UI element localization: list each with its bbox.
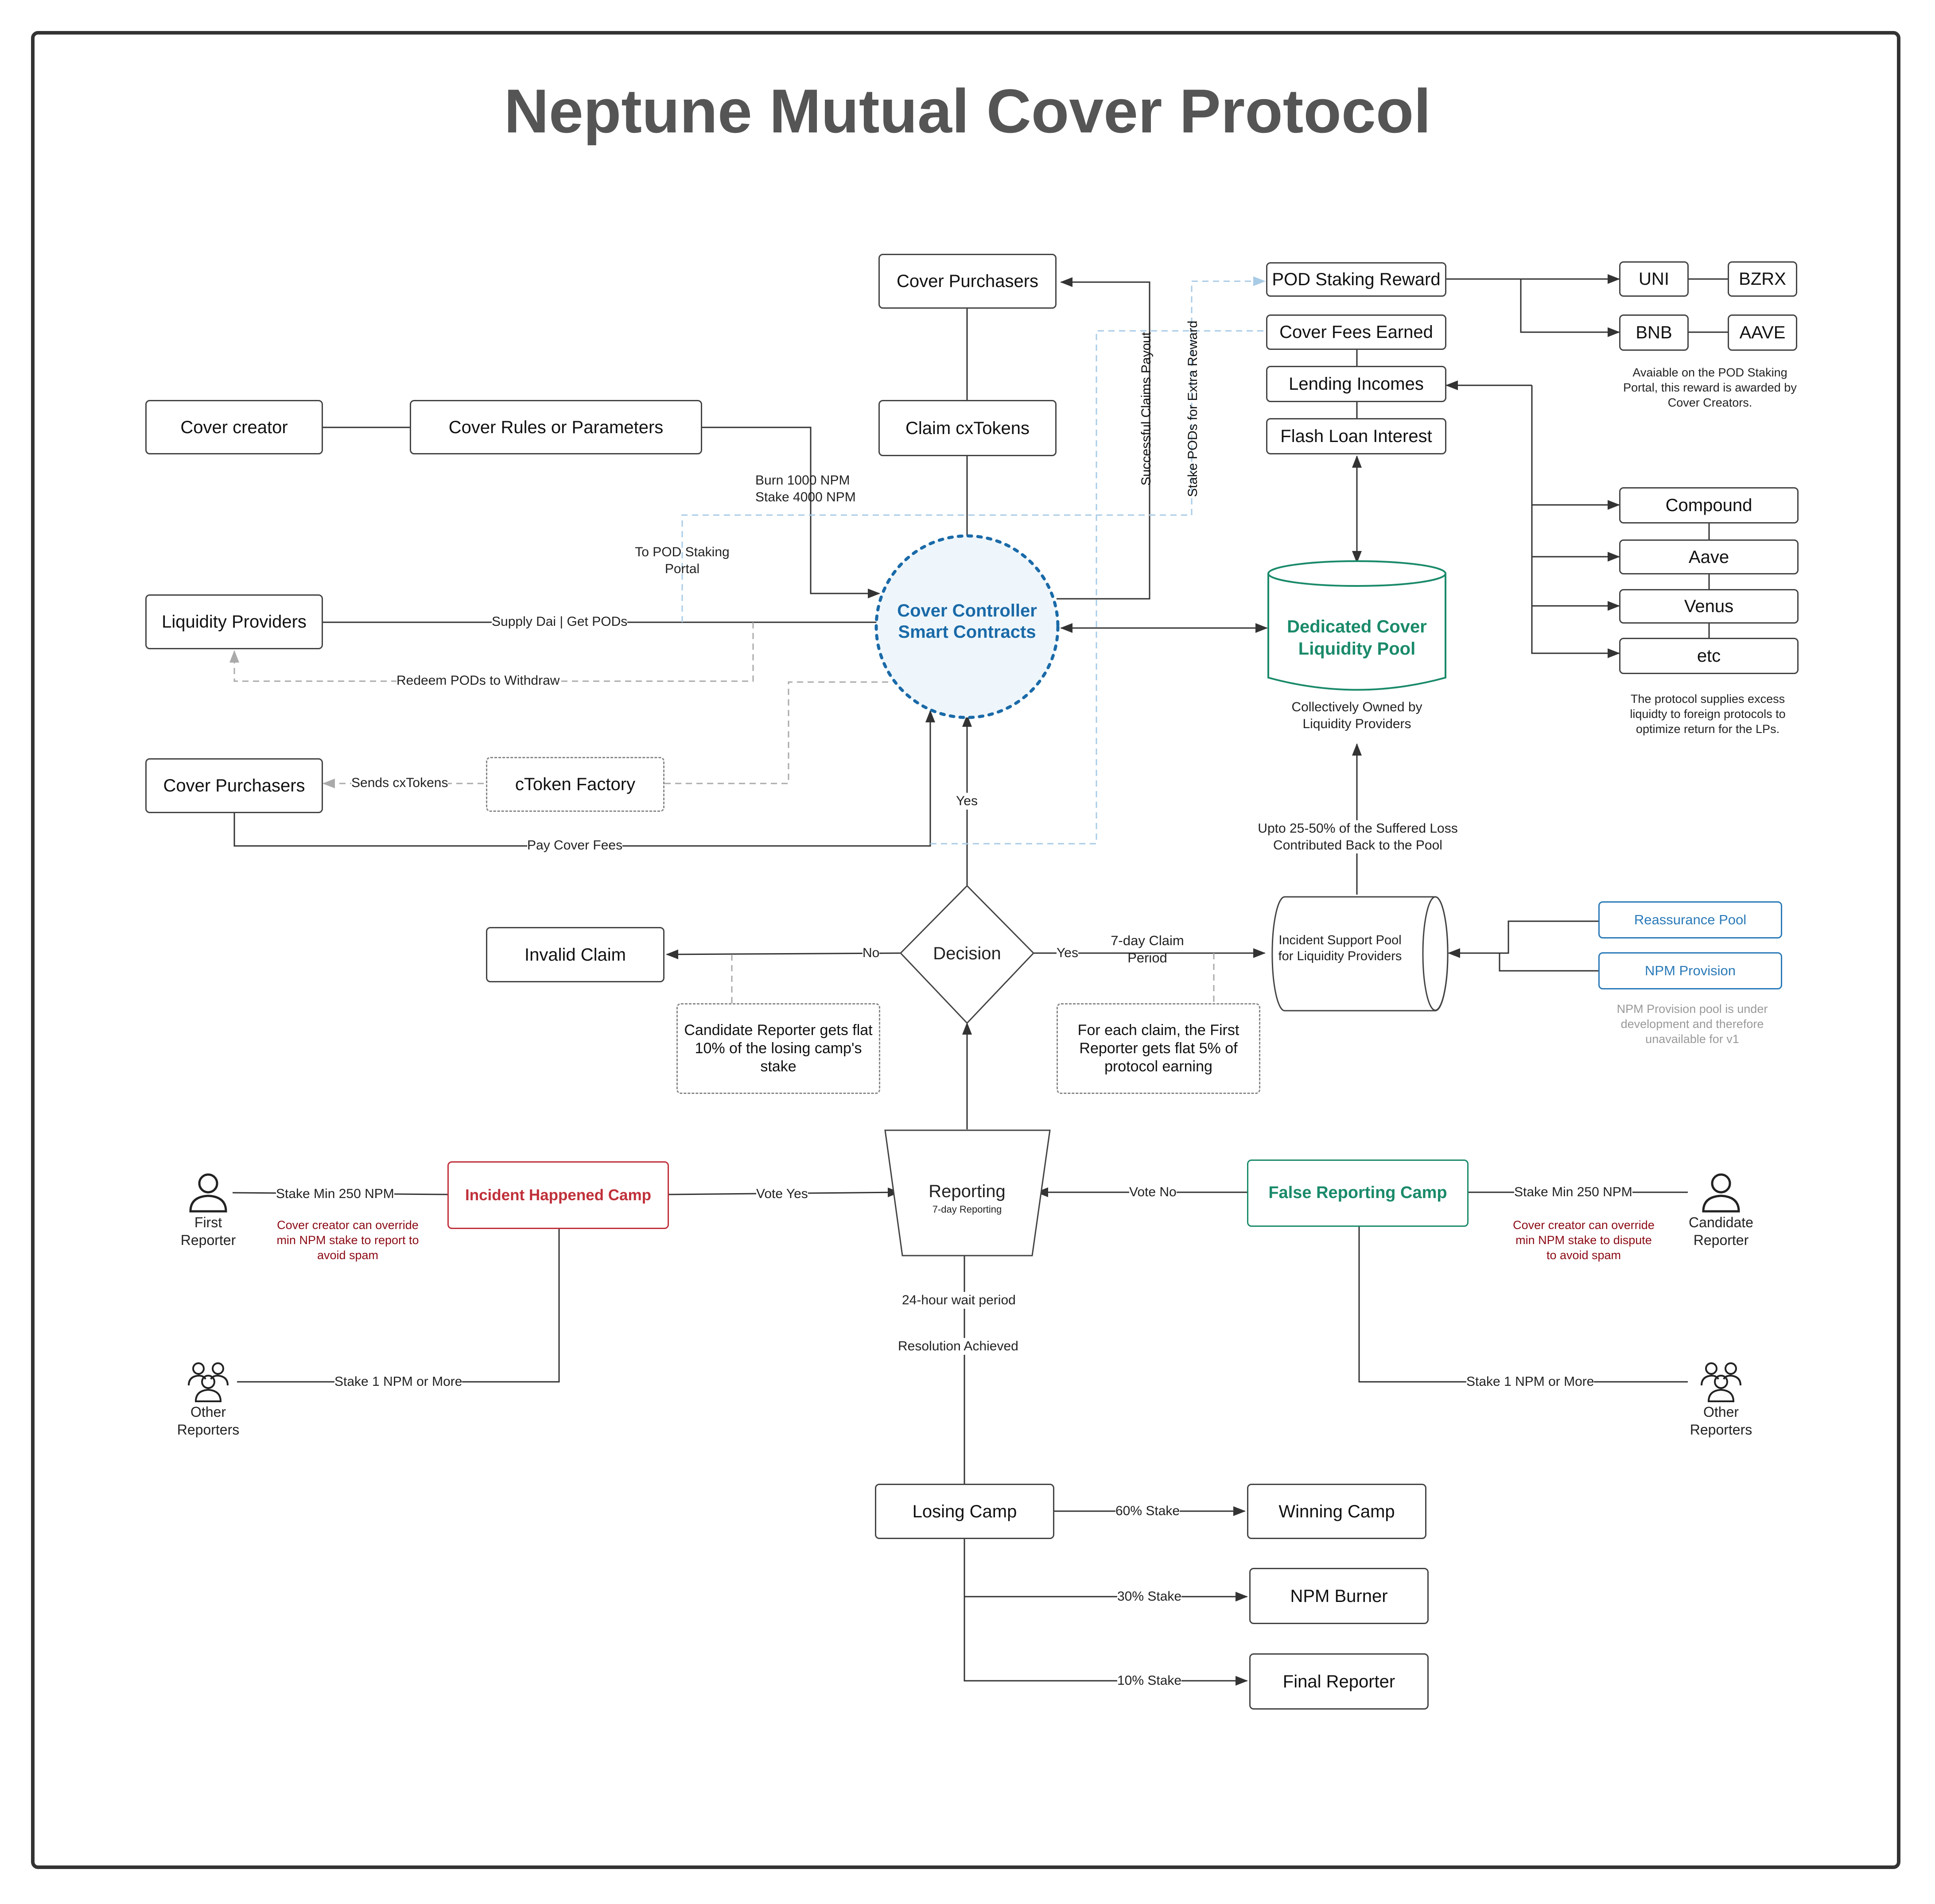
- stake-60-label: 60% Stake: [1115, 1503, 1180, 1520]
- npm-provision-box: NPM Provision: [1598, 952, 1782, 989]
- supply-dai-label: Supply Dai | Get PODs: [492, 613, 628, 630]
- lending-incomes-box: Lending Incomes: [1266, 366, 1446, 402]
- reporting-label: Reporting: [929, 1182, 1006, 1201]
- stake-10-label: 10% Stake: [1117, 1672, 1182, 1689]
- pod-staking-reward-box: POD Staking Reward: [1266, 262, 1446, 297]
- candidate-reporter-label: Candidate Reporter: [1689, 1214, 1753, 1248]
- flash-loan-interest-box: Flash Loan Interest: [1266, 418, 1446, 454]
- decision-label: Decision: [933, 944, 1001, 963]
- sends-cxtokens-label: Sends cxTokens: [351, 775, 448, 791]
- diagram-frame: [31, 31, 1900, 1869]
- yes-right-label: Yes: [1057, 945, 1078, 962]
- npm-provision-note: NPM Provision pool is under development …: [1616, 1002, 1768, 1046]
- stake-1-right-label: Stake 1 NPM or More: [1466, 1373, 1594, 1390]
- ctoken-factory-box: cToken Factory: [486, 757, 664, 812]
- person-icon: [189, 1173, 227, 1213]
- incident-support-label: Incident Support Pool for Liquidity Prov…: [1278, 933, 1402, 964]
- other-reporters-left: Other Reporters: [159, 1359, 257, 1439]
- cover-controller-circle: [874, 534, 1060, 719]
- person-icon: [1702, 1173, 1740, 1213]
- claim-period-label: 7-day Claim Period: [1111, 933, 1184, 966]
- vote-yes-label: Vote Yes: [756, 1186, 808, 1202]
- liquidity-providers-box: Liquidity Providers: [145, 594, 323, 649]
- compound-box: Compound: [1619, 487, 1799, 524]
- claim-cxtokens-box: Claim cxTokens: [878, 400, 1057, 456]
- cover-purchasers-top-box: Cover Purchasers: [878, 254, 1057, 309]
- invalid-claim-box: Invalid Claim: [486, 927, 664, 982]
- venus-box: Venus: [1619, 589, 1799, 624]
- decision-diamond: [899, 884, 1035, 1024]
- stake-min-right-label: Stake Min 250 NPM: [1514, 1184, 1632, 1201]
- stake-1-left-label: Stake 1 NPM or More: [334, 1373, 462, 1390]
- etc-box: etc: [1619, 638, 1799, 674]
- collectively-owned-note: Collectively Owned by Liquidity Provider…: [1291, 700, 1422, 731]
- wait-period-label: 24-hour wait period: [902, 1292, 1016, 1309]
- cover-rules-box: Cover Rules or Parameters: [410, 400, 702, 454]
- redeem-pods-label: Redeem PODs to Withdraw: [396, 672, 560, 689]
- override-note-right: Cover creator can override min NPM stake…: [1513, 1218, 1655, 1262]
- protocol-supply-note: The protocol supplies excess liquidty to…: [1630, 692, 1786, 736]
- pay-cover-fees-label: Pay Cover Fees: [527, 837, 623, 854]
- reporting-trapezoid: [884, 1129, 1051, 1256]
- reporting-sub-label: 7-day Reporting: [932, 1204, 1002, 1215]
- candidate-reporter-reward-box: Candidate Reporter gets flat 10% of the …: [676, 1003, 880, 1094]
- aave-token-box: AAVE: [1728, 314, 1797, 351]
- other-reporters-right: Other Reporters: [1672, 1359, 1770, 1439]
- other-reporters-left-label: Other Reporters: [177, 1404, 240, 1438]
- bnb-box: BNB: [1619, 314, 1689, 351]
- first-reporter-reward-box: For each claim, the First Reporter gets …: [1057, 1003, 1260, 1094]
- bzrx-box: BZRX: [1728, 261, 1797, 297]
- people-group-icon: [188, 1362, 229, 1402]
- uni-box: UNI: [1619, 261, 1689, 297]
- final-reporter-box: Final Reporter: [1249, 1653, 1429, 1710]
- successful-claims-label: Successful Claims Payout: [1139, 332, 1154, 486]
- burn-stake-label: Burn 1000 NPM Stake 4000 NPM: [755, 473, 856, 504]
- cover-controller-label: Cover Controller Smart Contracts: [897, 601, 1037, 642]
- cover-creator-box: Cover creator: [145, 400, 323, 454]
- npm-burner-box: NPM Burner: [1249, 1568, 1429, 1624]
- resolution-label: Resolution Achieved: [898, 1338, 1018, 1355]
- stake-30-label: 30% Stake: [1117, 1588, 1182, 1605]
- dedicated-pool-label: Dedicated Cover Liquidity Pool: [1287, 617, 1427, 659]
- stake-pods-label: Stake PODs for Extra Reward: [1185, 320, 1200, 497]
- pod-reward-note: Avaiable on the POD Staking Portal, this…: [1623, 366, 1797, 409]
- to-pod-portal-label: To POD Staking Portal: [635, 545, 730, 576]
- no-label: No: [863, 945, 880, 962]
- cover-purchasers-left-box: Cover Purchasers: [145, 758, 323, 813]
- incident-happened-camp-box: Incident Happened Camp: [447, 1161, 669, 1229]
- other-reporters-right-label: Other Reporters: [1690, 1404, 1752, 1438]
- page-title: Neptune Mutual Cover Protocol: [504, 76, 1431, 146]
- aave-box: Aave: [1619, 539, 1799, 574]
- incident-support-cylinder: [1271, 896, 1449, 1012]
- cover-fees-earned-box: Cover Fees Earned: [1266, 314, 1446, 350]
- losing-camp-box: Losing Camp: [875, 1484, 1054, 1539]
- override-note-left: Cover creator can override min NPM stake…: [276, 1218, 419, 1262]
- first-reporter: First Reporter: [159, 1169, 257, 1249]
- candidate-reporter: Candidate Reporter: [1672, 1169, 1770, 1249]
- first-reporter-label: First Reporter: [180, 1214, 236, 1248]
- stake-min-left-label: Stake Min 250 NPM: [276, 1186, 394, 1202]
- upto-label: Upto 25-50% of the Suffered Loss Contrib…: [1249, 820, 1466, 853]
- winning-camp-box: Winning Camp: [1247, 1484, 1426, 1539]
- vote-no-label: Vote No: [1129, 1184, 1177, 1201]
- people-group-icon: [1701, 1362, 1741, 1402]
- dedicated-pool-cylinder: [1267, 560, 1446, 691]
- yes-up-label: Yes: [956, 793, 978, 810]
- reassurance-pool-box: Reassurance Pool: [1598, 901, 1782, 938]
- false-reporting-camp-box: False Reporting Camp: [1247, 1159, 1469, 1227]
